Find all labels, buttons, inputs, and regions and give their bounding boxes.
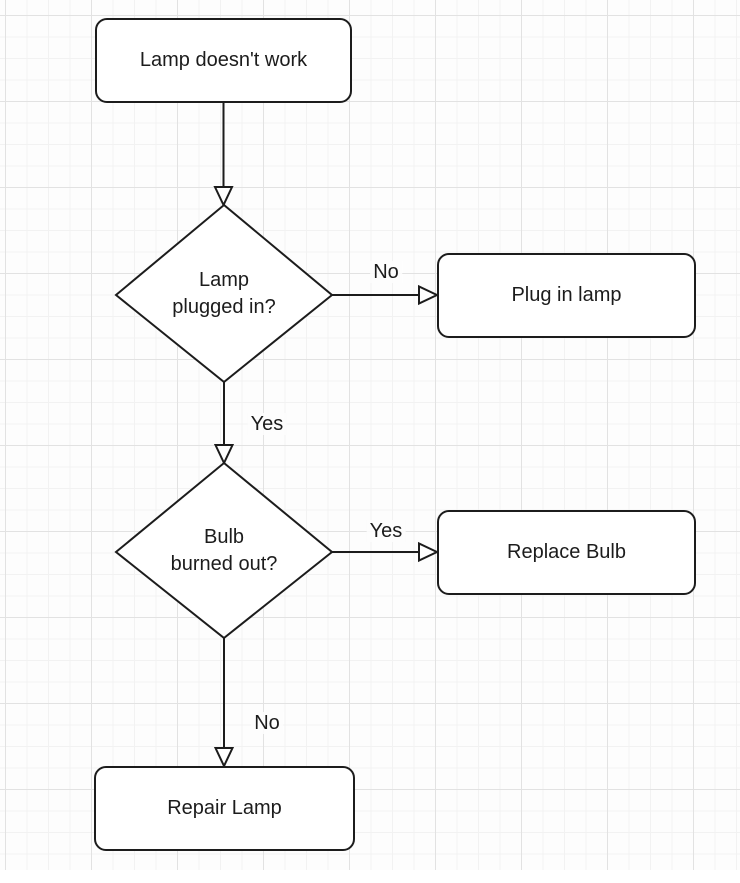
node-decision1-shape[interactable] (114, 203, 334, 384)
edge-decision1-no[interactable] (332, 284, 440, 306)
canvas-page-edge (0, 870, 740, 883)
edge-label-decision2-yes[interactable]: Yes (366, 520, 406, 542)
node-plug-in-lamp-label: Plug in lamp (511, 284, 622, 306)
edge-start-to-decision1[interactable] (213, 103, 234, 208)
node-decision1-label: Lamp plugged in? (172, 269, 276, 318)
edge-label-decision2-no[interactable]: No (251, 712, 283, 734)
node-start-label: Lamp doesn't work (139, 49, 308, 71)
node-decision2-shape[interactable] (114, 461, 334, 640)
node-repair-lamp[interactable]: Repair Lamp (94, 766, 355, 851)
edge-decision1-yes[interactable] (213, 382, 235, 466)
node-decision2-label: Bulb burned out? (170, 526, 278, 575)
node-replace-bulb-label: Replace Bulb (507, 541, 626, 563)
node-start[interactable]: Lamp doesn't work (95, 18, 352, 103)
edge-decision2-no[interactable] (213, 638, 235, 769)
edge-label-decision1-no[interactable]: No (370, 261, 402, 283)
node-plug-in-lamp[interactable]: Plug in lamp (437, 253, 696, 338)
edge-decision2-yes[interactable] (332, 541, 440, 563)
node-repair-lamp-label: Repair Lamp (167, 797, 282, 819)
edge-label-decision1-yes[interactable]: Yes (247, 413, 287, 435)
node-replace-bulb[interactable]: Replace Bulb (437, 510, 696, 595)
